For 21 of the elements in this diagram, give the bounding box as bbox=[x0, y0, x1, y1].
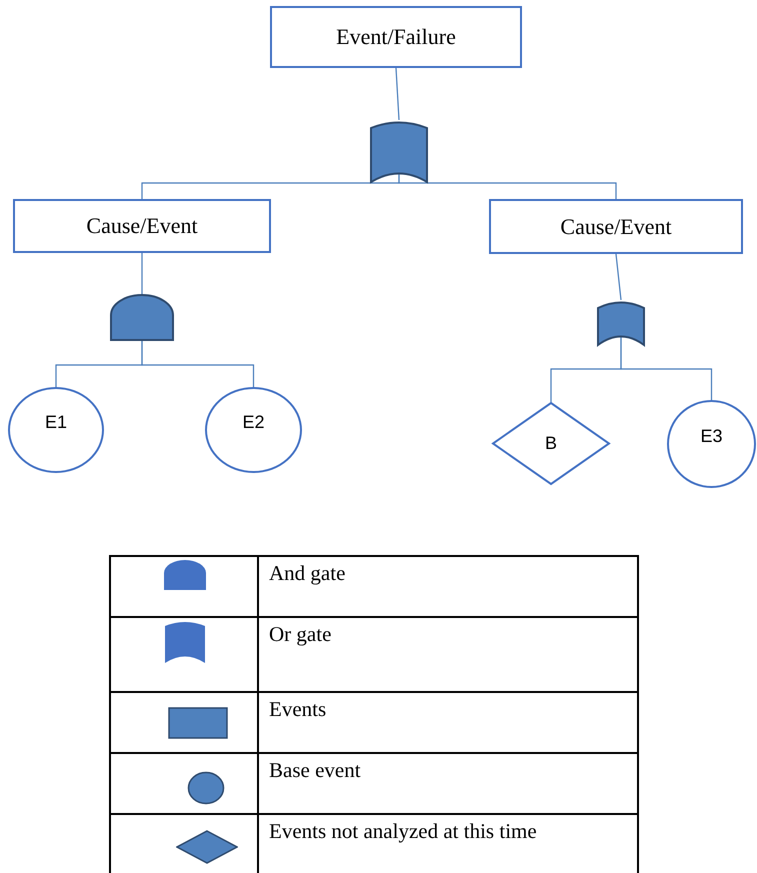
node-label: E2 bbox=[242, 412, 265, 432]
connector-line bbox=[615, 254, 622, 300]
event-box bbox=[13, 199, 271, 253]
legend-text: Or gate bbox=[269, 622, 332, 646]
event-box bbox=[489, 199, 743, 254]
node-label: E1 bbox=[44, 412, 68, 432]
node-label: B bbox=[544, 433, 557, 454]
legend-text: Base event bbox=[269, 758, 361, 782]
connector-line bbox=[141, 253, 143, 294]
node-label: E3 bbox=[700, 426, 723, 446]
node-label: Cause/Event bbox=[86, 213, 198, 239]
legend-text: And gate bbox=[269, 561, 346, 585]
event-box bbox=[270, 6, 522, 68]
node-label: Event/Failure bbox=[336, 24, 456, 50]
connector-line bbox=[141, 341, 254, 387]
legend-text: Events bbox=[269, 697, 326, 721]
node-label: Cause/Event bbox=[560, 214, 672, 240]
connector-line bbox=[620, 336, 712, 400]
legend-text: Events not analyzed at this time bbox=[269, 819, 537, 843]
connector-line bbox=[395, 68, 400, 120]
connector-line bbox=[398, 173, 617, 199]
